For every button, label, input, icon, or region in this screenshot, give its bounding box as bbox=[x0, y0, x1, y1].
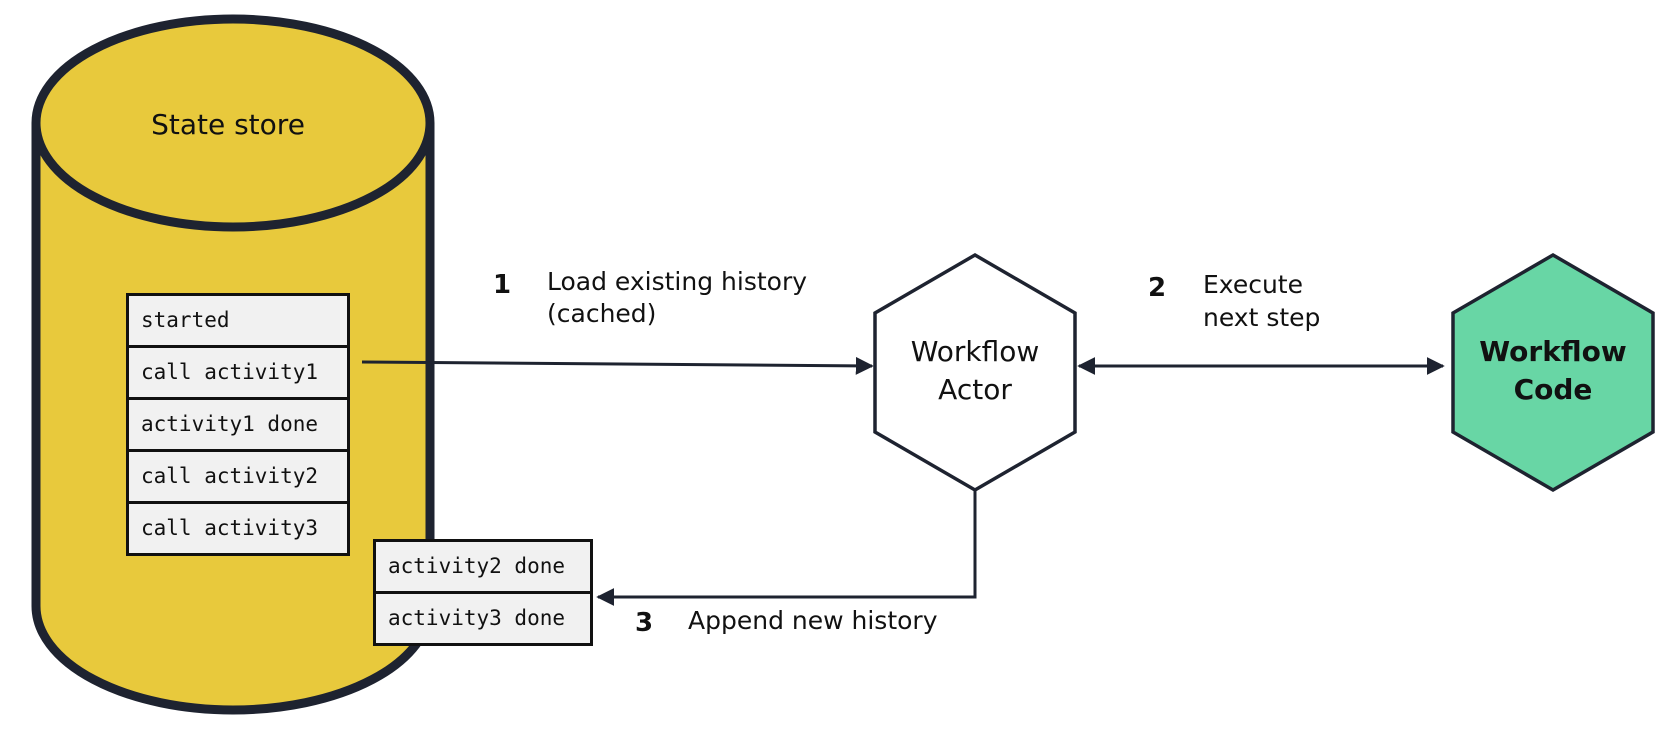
workflow-actor-label-line-2: Actor bbox=[938, 373, 1012, 406]
workflow-code-label-line-2: Code bbox=[1513, 373, 1593, 406]
step-2-text-line-2: next step bbox=[1203, 303, 1321, 332]
history-entry: started bbox=[141, 308, 230, 332]
history-entry: activity1 done bbox=[129, 397, 347, 449]
step-1-text-line-2: (cached) bbox=[547, 299, 657, 328]
step-1-number: 1 bbox=[493, 270, 512, 300]
workflow-actor-label-line-1: Workflow bbox=[910, 335, 1040, 368]
new-history-entry: activity3 done bbox=[376, 591, 590, 643]
history-entry: call activity1 bbox=[129, 345, 347, 397]
state-store-top bbox=[31, 14, 435, 232]
history-entry: call activity2 bbox=[129, 449, 347, 501]
new-history-list: activity2 done activity3 done bbox=[373, 539, 593, 646]
load-history-arrow bbox=[361, 356, 874, 375]
workflow-code-hexagon[interactable] bbox=[1451, 252, 1655, 493]
step-2-text-line-1: Execute bbox=[1203, 270, 1303, 299]
workflow-code-label: Workflow Code bbox=[1453, 333, 1653, 409]
new-history-entry: activity2 done bbox=[388, 554, 566, 578]
workflow-actor-label: Workflow Actor bbox=[875, 333, 1075, 409]
step-3-number: 3 bbox=[635, 608, 654, 638]
history-entry: call activity3 bbox=[129, 501, 347, 553]
workflow-code-label-line-1: Workflow bbox=[1479, 335, 1627, 368]
step-1-text-line-1: Load existing history bbox=[547, 267, 808, 296]
append-history-arrow bbox=[596, 490, 977, 606]
step-2-number: 2 bbox=[1148, 273, 1167, 303]
state-store-title: State store bbox=[151, 108, 305, 141]
step-3-text-line-1: Append new history bbox=[688, 606, 938, 635]
existing-history-list: started call activity1 activity1 done ca… bbox=[126, 293, 350, 556]
